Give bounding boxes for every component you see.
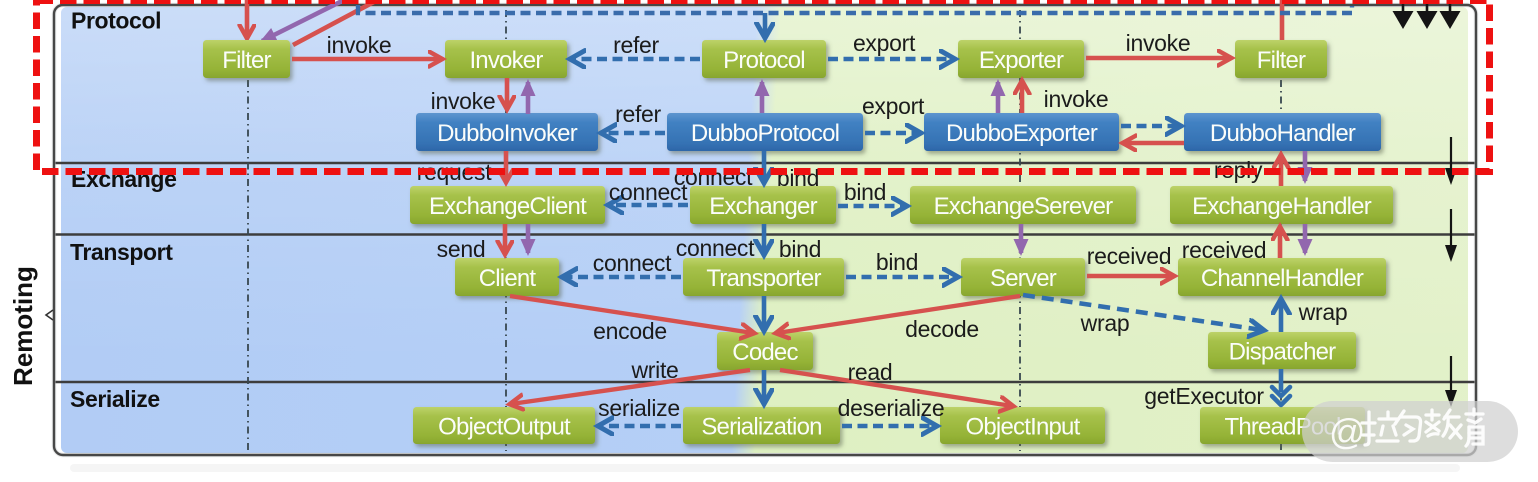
svg-text:getExecutor: getExecutor [1144, 383, 1264, 409]
svg-text:Server: Server [990, 265, 1057, 292]
svg-text:decode: decode [905, 316, 979, 342]
svg-text:DubboHandler: DubboHandler [1210, 120, 1356, 147]
svg-text:DubboInvoker: DubboInvoker [437, 120, 578, 147]
svg-text:ObjectOutput: ObjectOutput [438, 414, 571, 441]
svg-text:export: export [862, 93, 925, 119]
svg-text:Remoting: Remoting [8, 266, 38, 386]
svg-text:received: received [1182, 237, 1267, 263]
svg-text:ExchangeHandler: ExchangeHandler [1192, 193, 1372, 220]
svg-text:Transport: Transport [70, 239, 173, 265]
svg-text:refer: refer [615, 101, 661, 127]
svg-text:invoke: invoke [1126, 30, 1191, 56]
svg-text:ExchangeSerever: ExchangeSerever [934, 193, 1114, 220]
svg-text:Invoker: Invoker [469, 47, 543, 74]
svg-text:DubboExporter: DubboExporter [946, 120, 1098, 147]
svg-text:ObjectInput: ObjectInput [966, 414, 1081, 441]
svg-text:Filter: Filter [222, 47, 271, 74]
svg-text:invoke: invoke [431, 88, 496, 114]
svg-text:Protocol: Protocol [723, 47, 805, 74]
svg-text:Protocol: Protocol [71, 8, 161, 34]
svg-text:wrap: wrap [1080, 310, 1130, 336]
svg-text:ExchangeClient: ExchangeClient [429, 193, 587, 220]
svg-text:invoke: invoke [1044, 86, 1109, 112]
svg-text:Dispatcher: Dispatcher [1229, 339, 1337, 366]
svg-text:ChannelHandler: ChannelHandler [1201, 265, 1364, 292]
svg-text:connect: connect [593, 250, 672, 276]
svg-text:Serialization: Serialization [701, 414, 821, 441]
svg-text:Filter: Filter [1257, 47, 1306, 74]
svg-text:Exchanger: Exchanger [709, 193, 817, 220]
svg-text:invoke: invoke [327, 32, 392, 58]
svg-text:wrap: wrap [1298, 299, 1348, 325]
svg-text:encode: encode [593, 318, 667, 344]
svg-text:refer: refer [613, 32, 659, 58]
svg-text:connect: connect [676, 235, 755, 261]
svg-text:Serialize: Serialize [70, 386, 160, 412]
svg-text:Codec: Codec [732, 339, 798, 366]
svg-text:send: send [437, 236, 486, 262]
svg-text:bind: bind [779, 236, 821, 262]
svg-text:received: received [1087, 243, 1172, 269]
svg-text:export: export [853, 30, 916, 56]
svg-text:serialize: serialize [598, 395, 680, 421]
svg-text:write: write [630, 357, 678, 383]
svg-text:Exporter: Exporter [979, 47, 1064, 74]
svg-text:Client: Client [479, 265, 537, 292]
svg-text:Transporter: Transporter [706, 265, 821, 292]
svg-text:DubboProtocol: DubboProtocol [691, 120, 839, 147]
svg-text:@: @ [1329, 411, 1366, 452]
svg-text:read: read [848, 359, 893, 385]
svg-text:deserialize: deserialize [838, 395, 945, 421]
svg-text:bind: bind [876, 249, 918, 275]
svg-text:bind: bind [844, 179, 886, 205]
svg-text:connect: connect [609, 179, 688, 205]
